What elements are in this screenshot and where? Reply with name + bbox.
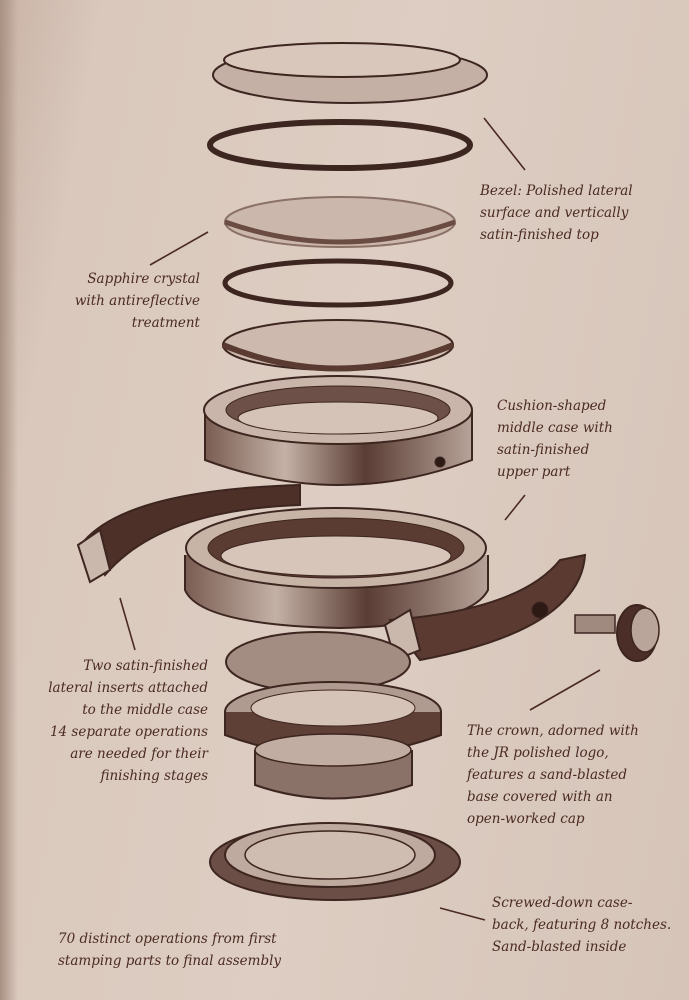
- annotation-line: are needed for their: [70, 746, 208, 762]
- sapphire-crystal-part: [224, 196, 456, 248]
- crystal-annotation: Sapphire crystal with antireflective tre…: [55, 268, 200, 334]
- operations-annotation: 70 distinct operations from first stampi…: [58, 928, 281, 972]
- leader-crown: [529, 669, 601, 711]
- annotation-line: with antireflective: [74, 293, 200, 309]
- annotation-line: treatment: [131, 315, 200, 331]
- annotation-line: back, featuring 8 notches.: [492, 917, 672, 933]
- annotation-line: Sapphire crystal: [87, 271, 200, 287]
- bezel-part: [212, 42, 488, 104]
- annotation-line: satin-finished top: [480, 227, 599, 243]
- annotation-line: 14 separate operations: [49, 724, 208, 740]
- middle-case-upper: [203, 375, 473, 486]
- caseback-part: [209, 822, 461, 901]
- gasket-ring: [207, 119, 473, 171]
- annotation-line: to the middle case: [82, 702, 208, 718]
- annotation-line: Cushion-shaped: [497, 398, 607, 414]
- annotation-line: upper part: [497, 464, 571, 480]
- annotation-line: satin-finished: [497, 442, 590, 458]
- annotation-line: Sand-blasted inside: [492, 939, 627, 955]
- inner-ring-part: [221, 319, 455, 372]
- annotation-line: features a sand-blasted: [467, 767, 628, 783]
- caseback-annotation: Screwed-down case- back, featuring 8 not…: [492, 892, 671, 958]
- crown-annotation: The crown, adorned with the JR polished …: [467, 720, 639, 830]
- movement-holder: [254, 733, 413, 800]
- annotation-line: base covered with an: [467, 789, 613, 805]
- annotation-line: lateral inserts attached: [48, 680, 208, 696]
- leader-bezel: [483, 117, 526, 171]
- annotation-line: The crown, adorned with: [467, 723, 639, 739]
- leader-inserts: [119, 597, 136, 651]
- annotation-line: surface and vertically: [480, 205, 629, 221]
- page-edge-shadow: [0, 0, 18, 1000]
- annotation-line: Screwed-down case-: [492, 895, 633, 911]
- annotation-line: stamping parts to final assembly: [58, 953, 282, 969]
- crystal-gasket-ring: [222, 258, 454, 308]
- annotation-line: open-worked cap: [467, 811, 585, 827]
- annotation-line: finishing stages: [100, 768, 208, 784]
- annotation-line: the JR polished logo,: [467, 745, 609, 761]
- leader-caseback: [439, 907, 486, 921]
- lateral-insert-left: [76, 483, 301, 584]
- leader-middle-case: [504, 494, 526, 521]
- inserts-annotation: Two satin-finished lateral inserts attac…: [20, 655, 208, 787]
- leader-crystal: [149, 231, 209, 266]
- middle-case-lower: [184, 507, 489, 630]
- annotation-line: Bezel: Polished lateral: [480, 183, 633, 199]
- annotation-line: 70 distinct operations from first: [58, 931, 277, 947]
- bezel-annotation: Bezel: Polished lateral surface and vert…: [480, 180, 633, 246]
- crown-part: [574, 604, 660, 662]
- annotation-line: middle case with: [497, 420, 613, 436]
- annotation-line: Two satin-finished: [83, 658, 208, 674]
- middle-case-annotation: Cushion-shaped middle case with satin-fi…: [497, 395, 613, 483]
